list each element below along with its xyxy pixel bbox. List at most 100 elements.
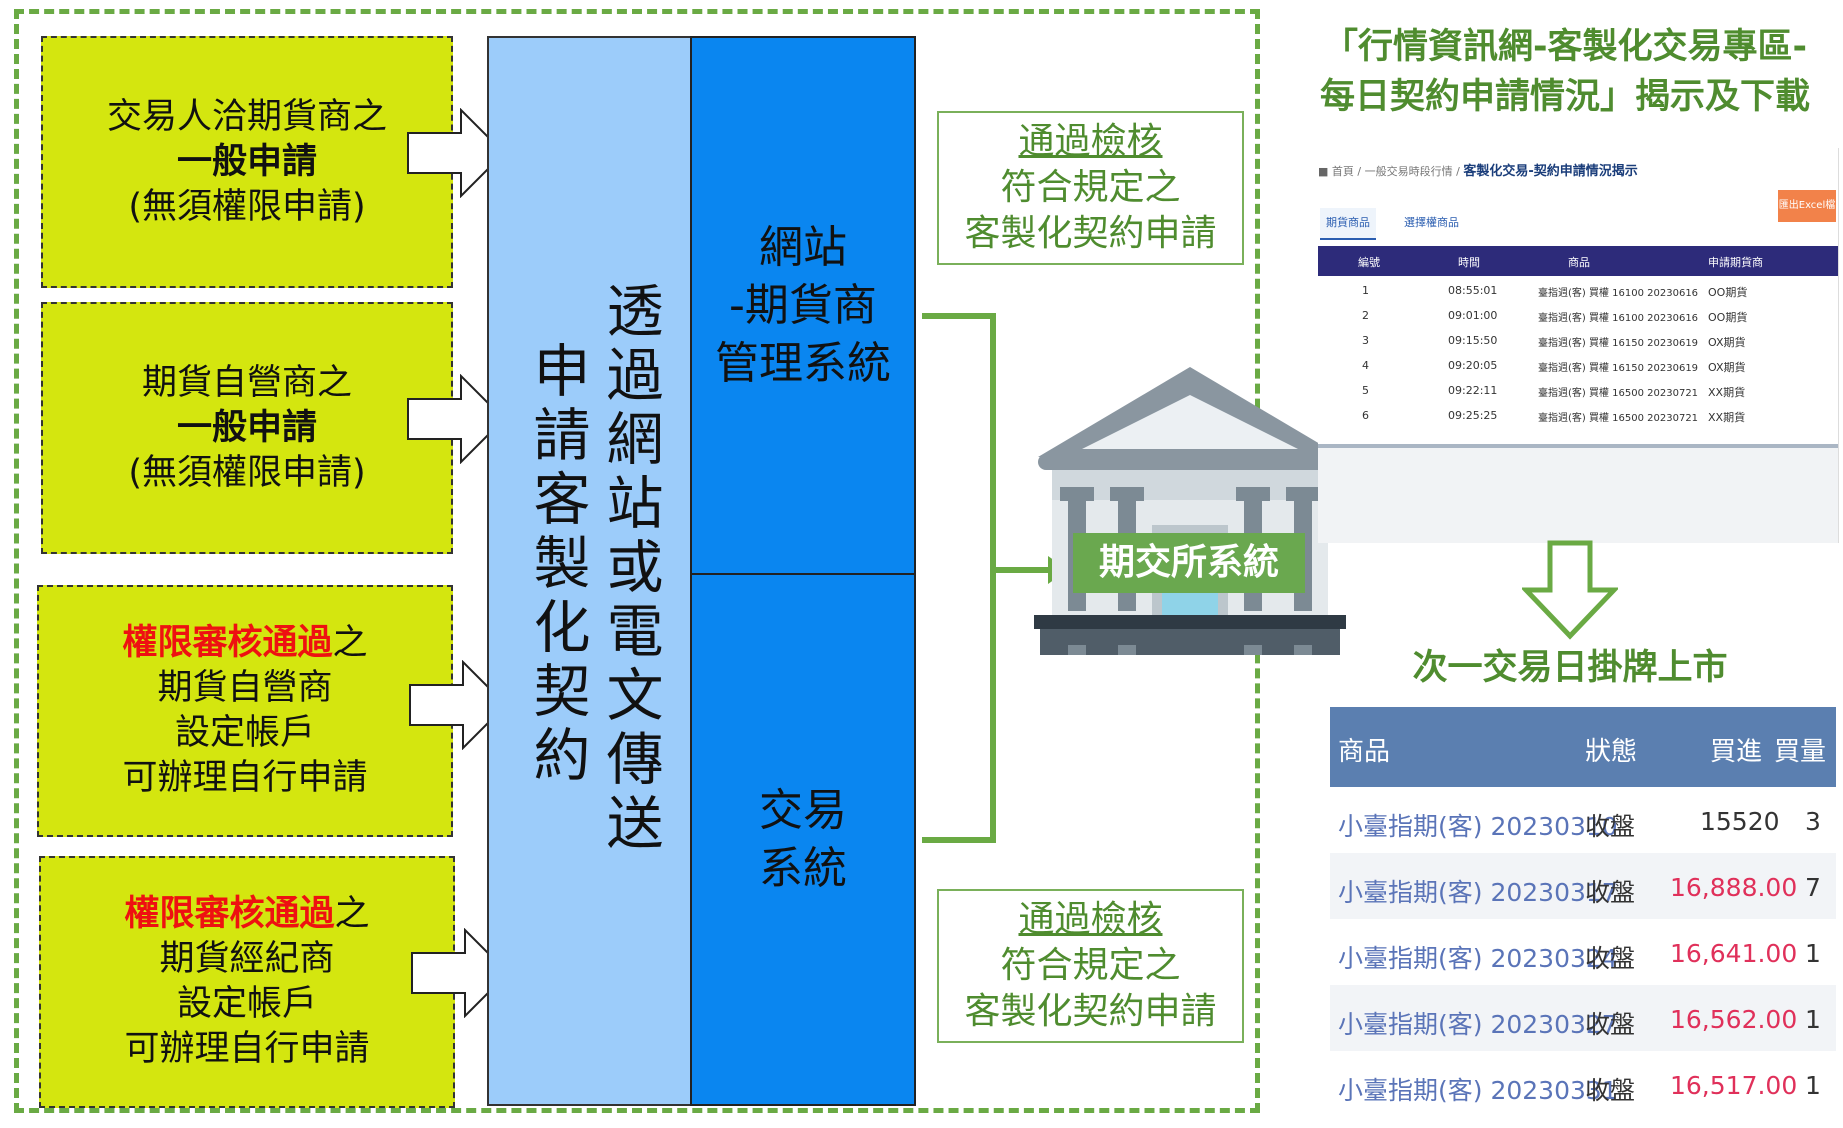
cell: XX期貨 bbox=[1708, 386, 1746, 399]
cell-qty: 1 bbox=[1805, 1005, 1821, 1034]
col-header: 買量 bbox=[1774, 737, 1827, 767]
home-icon: ■ bbox=[1318, 165, 1329, 178]
cell-product[interactable]: 小臺指期(客) 20230317 bbox=[1338, 878, 1618, 907]
export-excel-button[interactable]: 匯出Excel檔案 bbox=[1778, 190, 1836, 243]
system-line: 系統 bbox=[759, 842, 847, 894]
box-line: (無須權限申請) bbox=[128, 452, 366, 493]
box-line: 可辦理自行申請 bbox=[122, 758, 368, 798]
table-row: 小臺指期(客) 20230310 收盤 15520 3 bbox=[1330, 787, 1836, 853]
apply-custom-contract-text: 申請客製化契約 bbox=[533, 339, 591, 789]
cell-status: 收盤 bbox=[1585, 1076, 1636, 1105]
table-divider bbox=[1318, 444, 1838, 448]
cell: 4 bbox=[1362, 359, 1369, 372]
apply-box-broker-self: 權限審核通過之 期貨經紀商 設定帳戶 可辦理自行申請 bbox=[39, 856, 455, 1108]
cell: OX期貨 bbox=[1708, 336, 1746, 349]
cell: 臺指週(客) 買權 16500 20230721 bbox=[1538, 388, 1699, 399]
cell-status: 收盤 bbox=[1585, 812, 1636, 841]
box-line: 期貨經紀商 bbox=[159, 939, 335, 979]
table-row: 小臺指期(客) 20230324 收盤 16,641.00 1 bbox=[1330, 919, 1836, 985]
box-line-bold: 一般申請 bbox=[176, 407, 317, 448]
cell: 臺指週(客) 買權 16150 20230619 bbox=[1538, 338, 1699, 349]
cell: 1 bbox=[1362, 284, 1369, 297]
box-line: 設定帳戶 bbox=[174, 713, 315, 753]
box-line: 可辦理自行申請 bbox=[124, 1029, 370, 1069]
cell: 臺指週(客) 買權 16500 20230721 bbox=[1538, 413, 1699, 424]
daily-application-screenshot: ■ 首頁 / 一般交易時段行情 / 客製化交易-契約申請情況揭示 期貨商品 選擇… bbox=[1318, 148, 1839, 543]
check-line-title: 通過檢核 bbox=[1018, 899, 1163, 940]
table-row: 2 09:01:00 臺指週(客) 買權 16100 20230616 OO期貨 bbox=[1318, 305, 1838, 329]
cell-bid: 16,641.00 bbox=[1670, 939, 1798, 968]
cell: OX期貨 bbox=[1708, 361, 1746, 374]
cell-status: 收盤 bbox=[1585, 944, 1636, 973]
cell-qty: 7 bbox=[1805, 873, 1821, 902]
cell: 6 bbox=[1362, 409, 1369, 422]
right-arrow-icon bbox=[409, 660, 508, 750]
col-header: 商品 bbox=[1568, 256, 1590, 269]
cell-product[interactable]: 小臺指期(客) 20230324 bbox=[1338, 944, 1618, 973]
cell-qty: 1 bbox=[1805, 939, 1821, 968]
right-arrow-icon bbox=[411, 928, 510, 1018]
apply-box-dealer: 期貨自營商之 一般申請 (無須權限申請) bbox=[41, 302, 453, 554]
col-header: 申請期貨商 bbox=[1708, 256, 1763, 269]
col-header: 編號 bbox=[1358, 256, 1380, 269]
exchange-system-label: 期交所系統 bbox=[1073, 533, 1305, 593]
cell: 09:25:25 bbox=[1448, 409, 1498, 422]
cell: 09:01:00 bbox=[1448, 309, 1498, 322]
check-line-title: 通過檢核 bbox=[1018, 121, 1163, 162]
check-box-top: 通過檢核 符合規定之 客製化契約申請 bbox=[937, 111, 1244, 265]
cell-status: 收盤 bbox=[1585, 878, 1636, 907]
tab-options[interactable]: 選擇權商品 bbox=[1404, 216, 1459, 229]
cell-bid: 16,517.00 bbox=[1670, 1071, 1798, 1100]
col-header: 狀態 bbox=[1585, 737, 1638, 767]
web-management-system: 網站 -期貨商 管理系統 bbox=[690, 36, 916, 575]
trading-system: 交易 系統 bbox=[690, 573, 916, 1106]
cell: OO期貨 bbox=[1708, 286, 1748, 299]
suffix-text: 之 bbox=[334, 894, 370, 934]
system-line: -期貨商 bbox=[729, 279, 877, 331]
check-line: 客製化契約申請 bbox=[964, 213, 1217, 254]
approved-text: 權限審核通過 bbox=[122, 623, 333, 663]
cell-bid: 16,888.00 bbox=[1670, 873, 1798, 902]
down-arrow-icon bbox=[1522, 540, 1618, 640]
col-header: 買進 bbox=[1710, 737, 1763, 767]
right-arrow-icon bbox=[407, 374, 506, 464]
box-line: 設定帳戶 bbox=[176, 984, 317, 1024]
transmit-text: 透過網站或電文傳送 bbox=[606, 279, 664, 857]
tab-futures[interactable]: 期貨商品 bbox=[1320, 208, 1376, 240]
cell: 臺指週(客) 買權 16100 20230616 bbox=[1538, 288, 1699, 299]
breadcrumb-path: 首頁 / 一般交易時段行情 / bbox=[1331, 165, 1460, 178]
right-arrow-icon bbox=[407, 108, 506, 198]
system-line: 網站 bbox=[759, 221, 847, 273]
table-row: 1 08:55:01 臺指週(客) 買權 16100 20230616 OO期貨 bbox=[1318, 280, 1838, 304]
cell: 09:15:50 bbox=[1448, 334, 1498, 347]
title-line: 每日契約申請情況」揭示及下載 bbox=[1319, 77, 1810, 117]
col-header: 商品 bbox=[1338, 737, 1391, 767]
check-line: 符合規定之 bbox=[1000, 167, 1181, 208]
cell-product[interactable]: 小臺指期(客) 20230331 bbox=[1338, 1076, 1618, 1105]
cell: 08:55:01 bbox=[1448, 284, 1498, 297]
cell: 3 bbox=[1362, 334, 1369, 347]
cell: 臺指週(客) 買權 16100 20230616 bbox=[1538, 313, 1699, 324]
cell: OO期貨 bbox=[1708, 311, 1748, 324]
next-day-listing-label: 次一交易日掛牌上市 bbox=[1412, 648, 1728, 688]
cell: 09:22:11 bbox=[1448, 384, 1498, 397]
approved-text: 權限審核通過 bbox=[124, 894, 335, 934]
cell: XX期貨 bbox=[1708, 411, 1746, 424]
box-line: 交易人洽期貨商之 bbox=[106, 96, 387, 137]
apply-box-trader: 交易人洽期貨商之 一般申請 (無須權限申請) bbox=[41, 36, 453, 288]
box-line: 權限審核通過之 bbox=[124, 892, 369, 937]
col-header: 時間 bbox=[1458, 256, 1480, 269]
page-heading: 客製化交易-契約申請情況揭示 bbox=[1463, 164, 1638, 179]
table-row: 4 09:20:05 臺指週(客) 買權 16150 20230619 OX期貨 bbox=[1318, 355, 1838, 379]
table-row: 小臺指期(客) 20230331 收盤 16,517.00 1 bbox=[1330, 1051, 1836, 1117]
system-line: 交易 bbox=[759, 784, 847, 836]
cell-product[interactable]: 小臺指期(客) 20230327 bbox=[1338, 1010, 1618, 1039]
right-title: 「行情資訊網-客製化交易專區- 每日契約申請情況」揭示及下載 bbox=[1295, 22, 1835, 122]
table-row: 3 09:15:50 臺指週(客) 買權 16150 20230619 OX期貨 bbox=[1318, 330, 1838, 354]
box-line: 期貨自營商之 bbox=[141, 362, 352, 403]
check-box-bottom: 通過檢核 符合規定之 客製化契約申請 bbox=[937, 889, 1244, 1043]
cell-qty: 1 bbox=[1805, 1071, 1821, 1100]
cell-product[interactable]: 小臺指期(客) 20230310 bbox=[1338, 812, 1618, 841]
title-line: 「行情資訊網-客製化交易專區- bbox=[1322, 27, 1808, 67]
cell: 09:20:05 bbox=[1448, 359, 1498, 372]
